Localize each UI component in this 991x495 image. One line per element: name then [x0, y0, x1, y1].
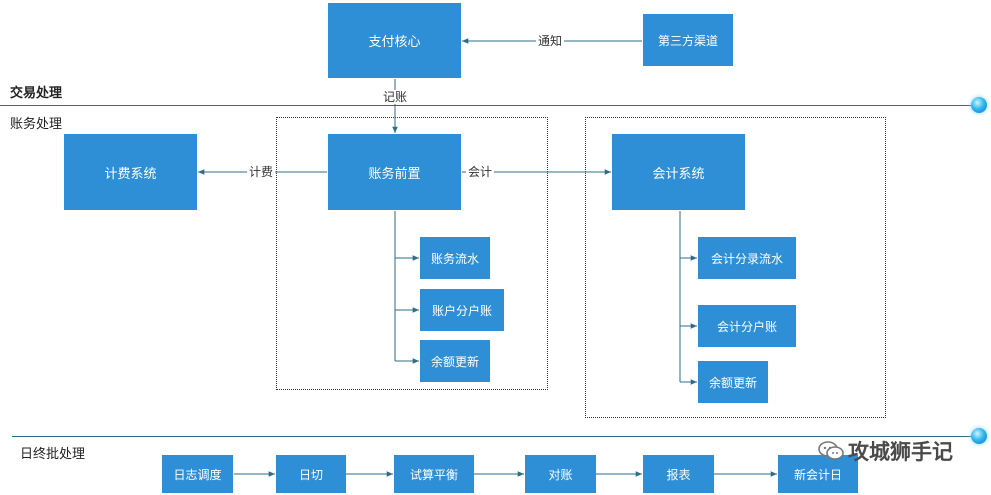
- lane-divider-top-orb: [971, 97, 987, 113]
- batch-step-new-accounting-day: 新会计日: [778, 455, 858, 493]
- lane-label-transaction: 交易处理: [10, 86, 63, 101]
- node-payment-core: 支付核心: [328, 3, 461, 78]
- node-sub-account-ledger: 账户分户账: [420, 289, 504, 331]
- batch-step-trial-balance: 试算平衡: [394, 455, 474, 493]
- lane-label-eod: 日终批处理: [20, 447, 86, 462]
- batch-step-log-scheduling: 日志调度: [162, 455, 233, 493]
- lane-divider-bottom: [12, 436, 978, 437]
- lane-divider-top: [0, 105, 978, 106]
- group-accounting-system: [585, 117, 886, 418]
- lane-label-accounting: 账务处理: [10, 117, 63, 132]
- lane-divider-bottom-orb: [971, 428, 987, 444]
- node-account-front: 账务前置: [328, 134, 461, 210]
- edge-label-record: 记账: [381, 90, 410, 104]
- node-entry-flow: 会计分录流水: [698, 237, 796, 279]
- node-billing-system: 计费系统: [64, 134, 197, 210]
- node-balance-update-1: 余额更新: [420, 340, 490, 382]
- node-account-flow: 账务流水: [420, 237, 490, 279]
- edge-label-charge: 计费: [247, 165, 276, 179]
- node-third-party: 第三方渠道: [643, 14, 733, 66]
- batch-step-report: 报表: [643, 455, 714, 493]
- watermark: 攻城狮手记: [818, 436, 953, 466]
- watermark-text: 攻城狮手记: [848, 440, 953, 464]
- batch-step-reconciliation: 对账: [525, 455, 596, 493]
- node-balance-update-2: 余额更新: [698, 361, 768, 403]
- edge-label-accounting: 会计: [466, 165, 495, 179]
- batch-step-day-cut: 日切: [276, 455, 346, 493]
- node-accounting-sub-ledger: 会计分户账: [698, 305, 796, 347]
- wechat-icon: [818, 441, 844, 460]
- group-account-front: [276, 117, 548, 390]
- node-accounting-system: 会计系统: [612, 134, 745, 210]
- edge-label-notify: 通知: [536, 34, 565, 48]
